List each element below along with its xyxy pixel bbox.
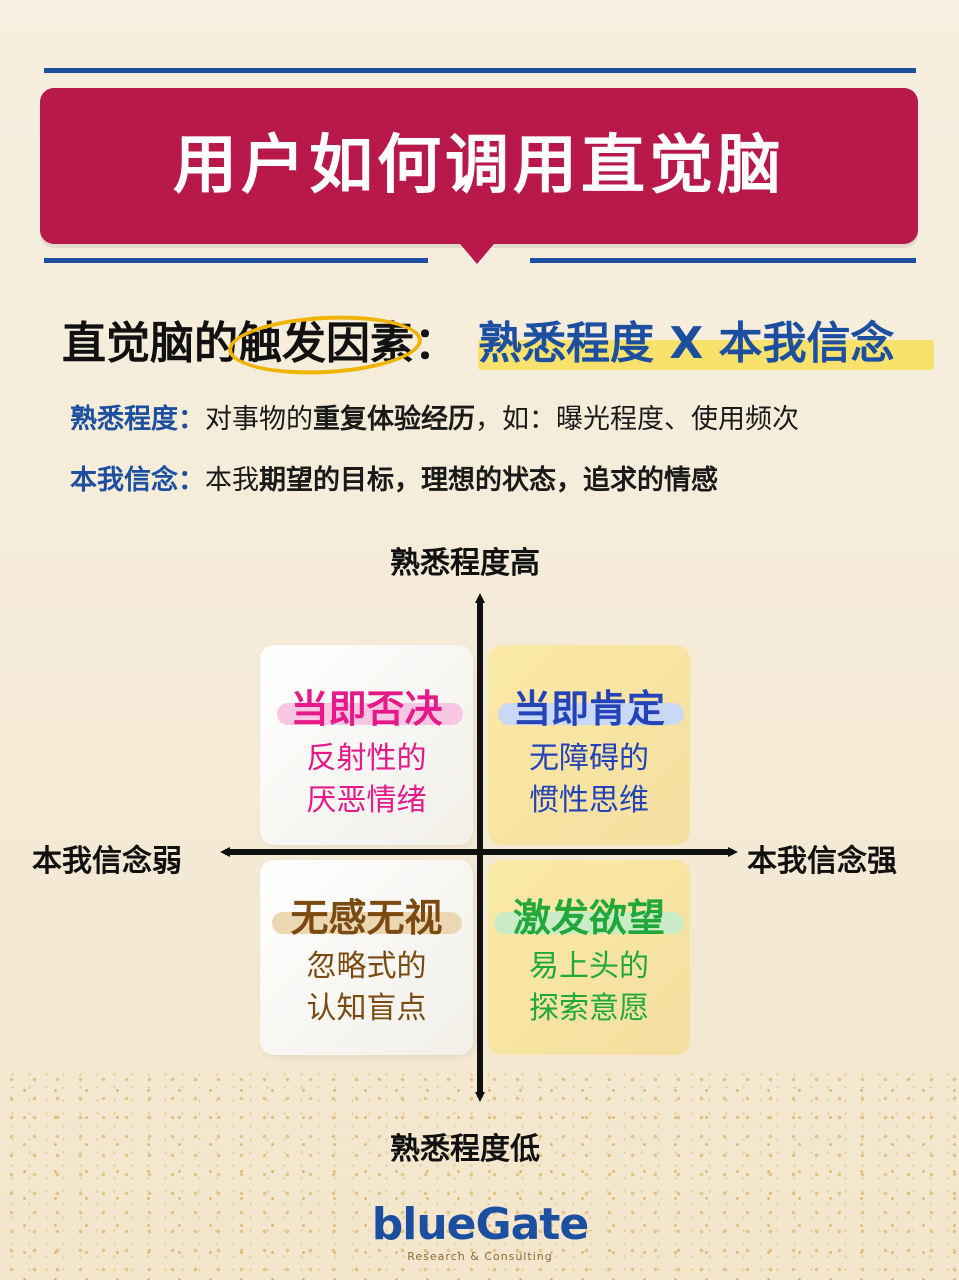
quadrant-bottom-right [488, 860, 690, 1055]
definition-text: ，如：曝光程度、使用频次 [475, 404, 799, 435]
quadrant-title-highlight [277, 703, 463, 725]
bottom-rule-left [44, 258, 428, 263]
definition-familiarity: 熟悉程度：对事物的重复体验经历，如：曝光程度、使用频次 [70, 400, 799, 440]
gold-dust-decoration [0, 1070, 959, 1280]
circled-keyword: 触发因素 [238, 312, 414, 376]
axis-label-right: 本我信念强 [747, 844, 897, 879]
axis-label-left: 本我信念弱 [32, 844, 182, 879]
axis-label-top: 熟悉程度高 [390, 546, 540, 581]
quadrant-body-affirm: 无障碍的 惯性思维 [529, 741, 649, 818]
logo-wordmark: blueGate [371, 1199, 589, 1250]
definition-label: 本我信念： [70, 465, 205, 496]
brand-logo: blueGate Research & Consulting [370, 1200, 590, 1264]
banner-pointer [455, 238, 499, 264]
quadrant-title-reject: 当即否决 [290, 687, 443, 731]
definition-belief: 本我信念：本我期望的目标，理想的状态，追求的情感 [70, 461, 718, 501]
top-rule [44, 68, 916, 73]
quadrant-title-highlight [498, 703, 684, 725]
subheading-prefix: 直觉脑的 [62, 318, 238, 369]
page-title: 用户如何调用直觉脑 [173, 129, 785, 203]
definition-text: 对事物的 [205, 404, 313, 435]
formula-highlight [478, 340, 934, 370]
quadrant-body-desire: 易上头的 探索意愿 [529, 949, 649, 1026]
quadrant-title-ignore: 无感无视 [290, 896, 443, 940]
quadrant-title-desire: 激发欲望 [512, 896, 665, 940]
quadrant-title-highlight [272, 912, 462, 934]
quadrant-body-ignore: 忽略式的 认知盲点 [306, 949, 427, 1026]
bottom-rule-right [530, 258, 916, 263]
quadrant-top-left [260, 645, 473, 845]
subheading: 直觉脑的触发因素： [62, 312, 458, 376]
quadrant-title-highlight [494, 912, 684, 934]
axis-label-bottom: 熟悉程度低 [390, 1132, 540, 1167]
logo-tagline: Research & Consulting [407, 1250, 553, 1263]
formula: 熟悉程度 X 本我信念 [478, 318, 895, 369]
quadrant-title-affirm: 当即肯定 [512, 687, 665, 731]
title-banner [40, 88, 918, 244]
definition-bold: 期望的目标，理想的状态，追求的情感 [259, 465, 718, 496]
definition-text: 本我 [205, 465, 259, 496]
definition-label: 熟悉程度： [70, 404, 205, 435]
quadrant-top-right [488, 645, 690, 845]
definition-bold: 重复体验经历 [313, 404, 475, 435]
quadrant-bottom-left [260, 860, 473, 1055]
quadrant-body-reject: 反射性的 厌恶情绪 [306, 741, 427, 818]
